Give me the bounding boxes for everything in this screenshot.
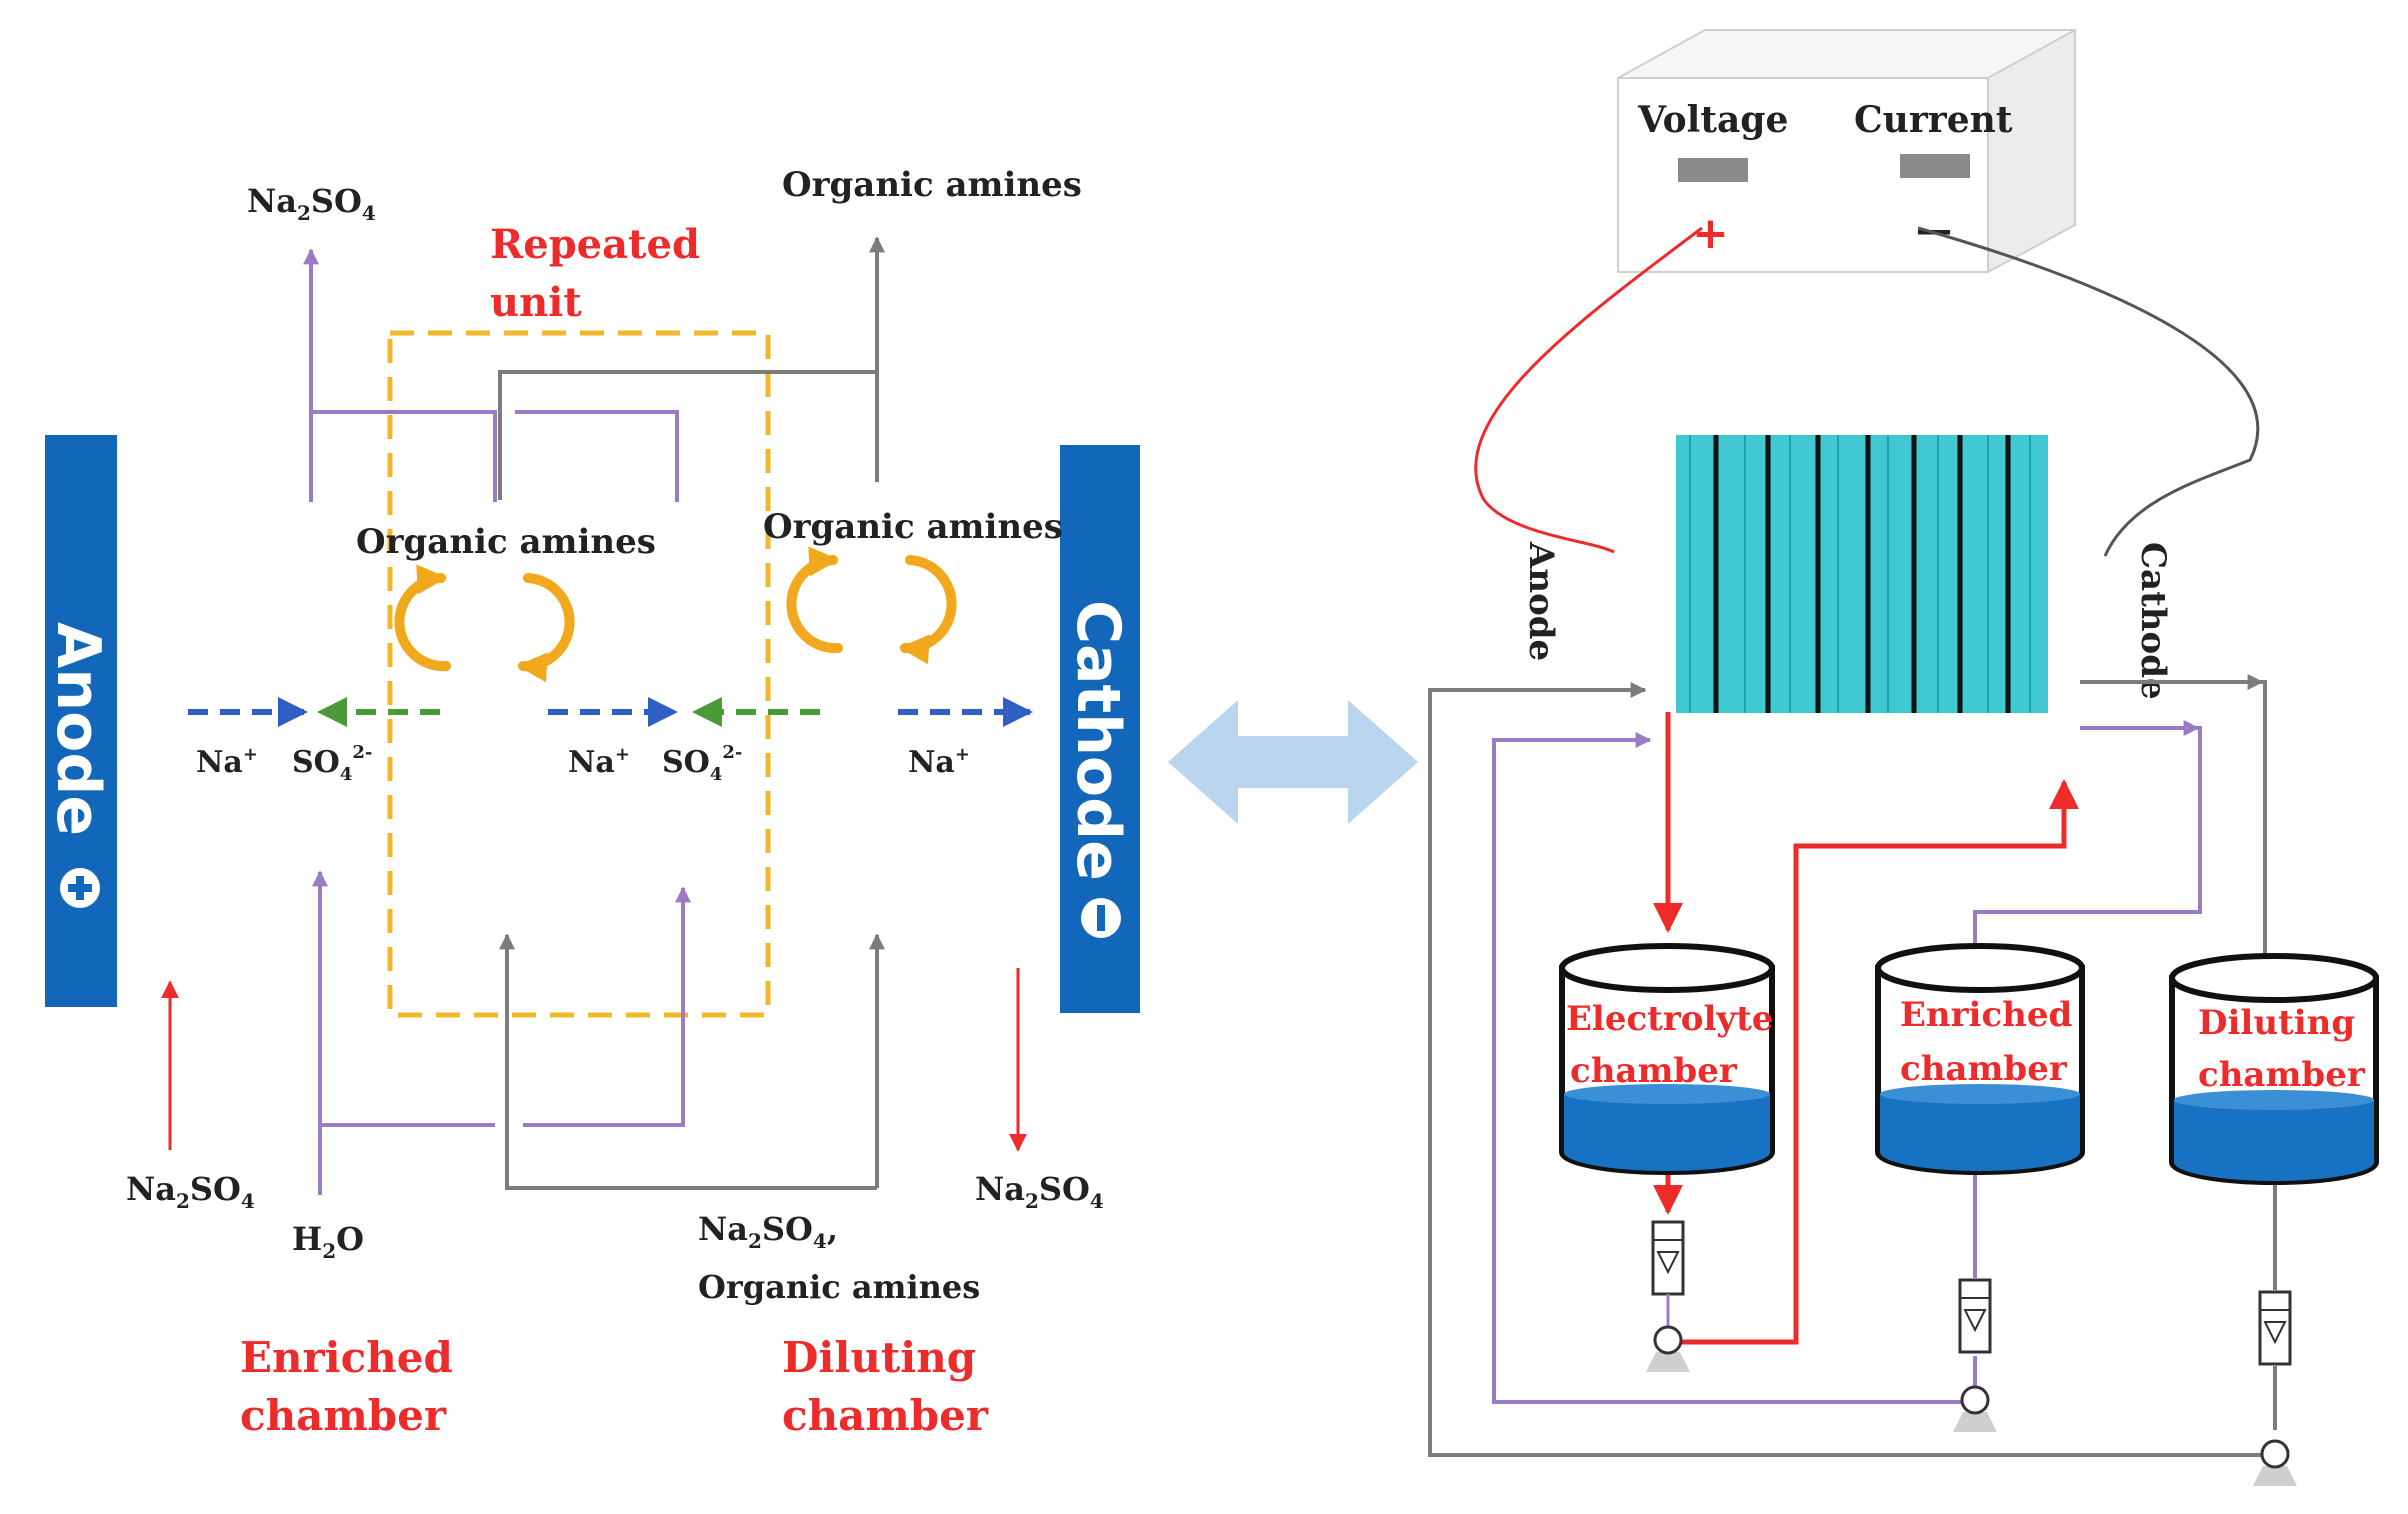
ion-so4-label: SO42-	[662, 742, 742, 785]
inlet-h2o-label: H2O	[292, 1220, 364, 1263]
pump-enriched	[1953, 1385, 1997, 1432]
diluting-inlet-lines	[499, 933, 885, 1190]
positive-terminal-label: +	[1692, 208, 1729, 259]
ion-na-label: Na+	[196, 744, 258, 780]
enriched-outlet-lines	[303, 248, 679, 502]
electrolyte-tank-label: Electrolyte	[1566, 999, 1773, 1039]
diluting-loop	[1428, 680, 2280, 1457]
current-display	[1900, 154, 1970, 178]
flowmeter-electrolyte	[1651, 1220, 1685, 1330]
pump-diluting	[2253, 1439, 2297, 1486]
electrolyte-tank-label-2: chamber	[1570, 1051, 1738, 1091]
electrolyte-loop	[1653, 712, 2079, 1345]
negative-wire	[1917, 226, 2260, 557]
repeated-unit-label: Repeated	[490, 221, 700, 268]
double-arrow-icon	[1168, 700, 1418, 824]
stack-anode-label: Anode	[1521, 541, 1561, 661]
anode-label: Anode	[43, 622, 113, 836]
voltage-label: Voltage	[1637, 99, 1788, 141]
inlet-na2so4-right-label: Na2SO4	[975, 1170, 1104, 1213]
enriched-tank-label: Enriched	[1900, 995, 2072, 1035]
flowmeter-enriched	[1958, 1278, 1992, 1354]
enriched-tank-label-2: chamber	[1900, 1049, 2068, 1089]
repeated-unit-label-2: unit	[490, 279, 582, 326]
positive-wire	[1474, 226, 1703, 554]
circulation-right-icon	[786, 546, 957, 665]
enriched-tank: Enriched chamber	[1875, 943, 2085, 1175]
ion-na-label: Na+	[568, 744, 630, 780]
anode-plus-icon	[60, 868, 100, 908]
diluting-chamber-label: Diluting	[782, 1333, 976, 1382]
enriched-chamber-label: Enriched	[240, 1333, 453, 1382]
power-supply: Voltage Current + —	[1617, 28, 2076, 274]
inlet-na2so4-left-label: Na2SO4	[126, 1170, 255, 1213]
pump-electrolyte	[1646, 1325, 1690, 1372]
stack-cathode-label: Cathode	[2133, 542, 2173, 700]
outlet-na2so4-label: Na2SO4	[247, 182, 376, 225]
anode-electrode	[45, 435, 117, 1007]
circulation-left-icon	[394, 564, 575, 683]
membrane-stack	[1676, 435, 2048, 713]
cathode-minus-icon	[1081, 898, 1121, 938]
inlet-organic-amines-label: Organic amines	[698, 1268, 980, 1306]
right-panel: Voltage Current + —	[1428, 28, 2379, 1486]
diluting-chamber-label-2: chamber	[782, 1391, 989, 1440]
enriched-loop	[1492, 726, 2202, 1404]
diluting-tank-label: Diluting	[2198, 1003, 2355, 1043]
diluting-tank: Diluting chamber	[2169, 953, 2379, 1185]
diluting-outlet-lines	[498, 236, 885, 500]
organic-amines-left-label: Organic amines	[356, 522, 656, 562]
ion-na-label: Na+	[908, 744, 970, 780]
left-panel: Anode Cathode Repeated unit Na2SO4 Organ…	[43, 165, 1140, 1440]
outlet-organic-amines-label: Organic amines	[782, 165, 1082, 205]
electrolyte-tank: Electrolyte chamber	[1559, 943, 1775, 1175]
ion-labels: Na+ SO42- Na+ SO42- Na+	[196, 742, 970, 785]
diluting-tank-label-2: chamber	[2198, 1055, 2366, 1095]
flowmeter-diluting	[2258, 1290, 2292, 1366]
cathode-label: Cathode	[1063, 600, 1133, 881]
inlet-na2so4-amines-label: Na2SO4,	[698, 1210, 838, 1253]
enriched-inlet-lines	[312, 870, 691, 1195]
enriched-chamber-label-2: chamber	[240, 1391, 447, 1440]
organic-amines-right-label: Organic amines	[763, 507, 1063, 547]
current-label: Current	[1854, 99, 2013, 141]
repeated-unit-box	[387, 330, 771, 1018]
ion-so4-label: SO42-	[292, 742, 372, 785]
voltage-display	[1678, 158, 1748, 182]
